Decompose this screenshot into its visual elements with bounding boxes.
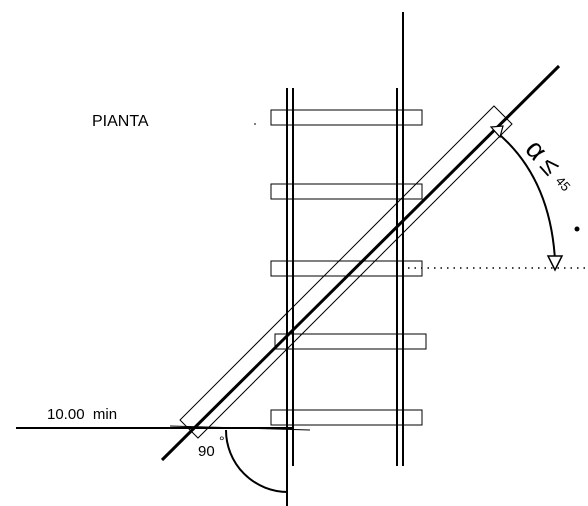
sleeper [270,183,423,200]
angle-arrow-head-top [489,125,504,139]
left-rail [286,88,294,506]
angle-arc [493,129,556,261]
crossing-walkway [179,105,513,439]
angle-value: 45 [553,173,574,194]
reference-line-tick [169,425,311,431]
right-angle-label: 90 [198,443,215,460]
angle-label: α ≤ 45 [520,133,574,194]
right-angle-arc [225,429,289,493]
sleeper [270,109,423,126]
degree-symbol: ° [219,433,225,449]
sleeper [270,409,423,426]
right-rail [396,12,404,466]
crossing-axis [160,64,561,462]
angle-arrow-head-bottom [546,255,564,272]
plan-view-label: PIANTA [92,113,149,130]
reference-point [574,226,580,232]
sleeper [274,333,427,350]
distance-label: 10.00 min [47,406,117,423]
